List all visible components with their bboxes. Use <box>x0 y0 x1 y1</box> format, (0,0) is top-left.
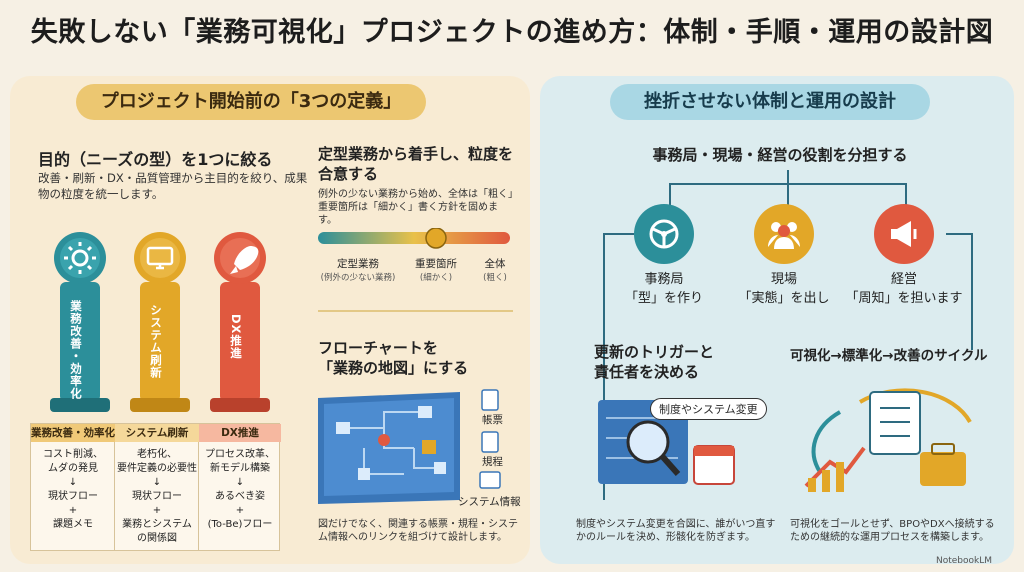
table-cell-2: 老朽化、 要件定義の必要性 ↓ 現状フロー + 業務とシステム の関係図 <box>117 449 197 544</box>
link-label-rules: 規程 <box>482 456 503 468</box>
role-secretariat: 事務局「型」を作り <box>624 272 703 306</box>
flowchart-desc: 図だけでなく、関連する帳票・規程・システム情報へのリンクを組づけて設計します。 <box>318 519 518 543</box>
scope-heading: 定型業務から着手し、粒度を合意する <box>318 145 514 183</box>
purpose-desc: 改善・刷新・DX・品質管理から主目的を絞り、成果物の粒度を統一します。 <box>38 171 308 201</box>
trigger-illustration <box>594 392 744 492</box>
trigger-heading-1: 更新のトリガーと <box>594 343 715 361</box>
link-icons <box>470 388 510 489</box>
table-cell-3: プロセス改革、 新モデル構築 ↓ あるべき姿 + (To-Be)フロー <box>205 449 275 530</box>
column-label-3: DX推進 <box>229 314 243 360</box>
cycle-desc: 可視化をゴールとせず、BPOやDXへ接続するための継続的な運用プロセスを構築しま… <box>790 519 995 543</box>
link-label-forms: 帳票 <box>482 414 503 426</box>
people-icon <box>754 204 814 264</box>
scale-label-2: 重要箇所 (細かく) <box>415 258 457 283</box>
columns-illustration <box>50 232 270 412</box>
purpose-heading: 目的（ニーズの型）を1つに絞る <box>38 150 273 169</box>
cycle-illustration <box>800 382 990 502</box>
table-header-1: 業務改善・効率化 <box>31 424 115 442</box>
purpose-table: 業務改善・効率化 システム刷新 DX推進 コスト削減、 ムダの発見 ↓ 現状フロ… <box>30 423 281 551</box>
right-section-header: 挫折させない体制と運用の設計 <box>610 84 930 120</box>
column-label-2: システム刷新 <box>149 304 163 379</box>
cycle-heading: 可視化→標準化→改善のサイクル <box>790 348 988 364</box>
gear-icon <box>64 242 96 274</box>
trigger-heading-2: 責任者を決める <box>594 363 700 381</box>
document-icon <box>479 389 501 489</box>
purpose-columns <box>44 210 294 420</box>
flowchart-heading-2: 「業務の地図」にする <box>318 359 469 377</box>
flowchart-heading-1: フローチャートを <box>318 339 438 357</box>
flowchart-map-icon <box>314 388 464 508</box>
megaphone-icon <box>874 204 934 264</box>
watermark: NotebookLM <box>936 556 993 566</box>
trigger-bubble: 制度やシステム変更 <box>650 398 767 420</box>
table-header-3: DX推進 <box>199 424 281 442</box>
rocket-icon <box>230 246 259 274</box>
role-management: 経営「周知」を担います <box>845 272 963 306</box>
scope-desc: 例外の少ない業務から始め、全体は「粗く」重要箇所は「細かく」書く方針を固めます。 <box>318 189 513 226</box>
scale-label-3: 全体 (粗く) <box>483 258 507 283</box>
steering-wheel-icon <box>634 204 694 264</box>
granularity-scale <box>318 227 510 249</box>
page-title: 失敗しない「業務可視化」プロジェクトの進め方：体制・手順・運用の設計図 <box>30 17 994 48</box>
link-label-system: システム情報 <box>458 496 521 508</box>
table-cell-1: コスト削減、 ムダの発見 ↓ 現状フロー + 課題メモ <box>43 449 103 530</box>
monitor-icon <box>146 246 174 270</box>
role-field: 現場「実態」を出し <box>738 272 830 306</box>
table-header-2: システム刷新 <box>115 424 199 442</box>
trigger-desc: 制度やシステム変更を合図に、誰がいつ直すかのルールを決め、形骸化を防ぎます。 <box>576 519 776 543</box>
column-label-1: 業務改善・効率化 <box>69 300 83 400</box>
section-divider <box>318 310 513 312</box>
roles-heading: 事務局・現場・経営の役割を分担する <box>652 146 908 164</box>
left-section-header: プロジェクト開始前の「3つの定義」 <box>76 84 426 120</box>
scale-label-1: 定型業務 (例外の少ない業務) <box>320 258 396 283</box>
